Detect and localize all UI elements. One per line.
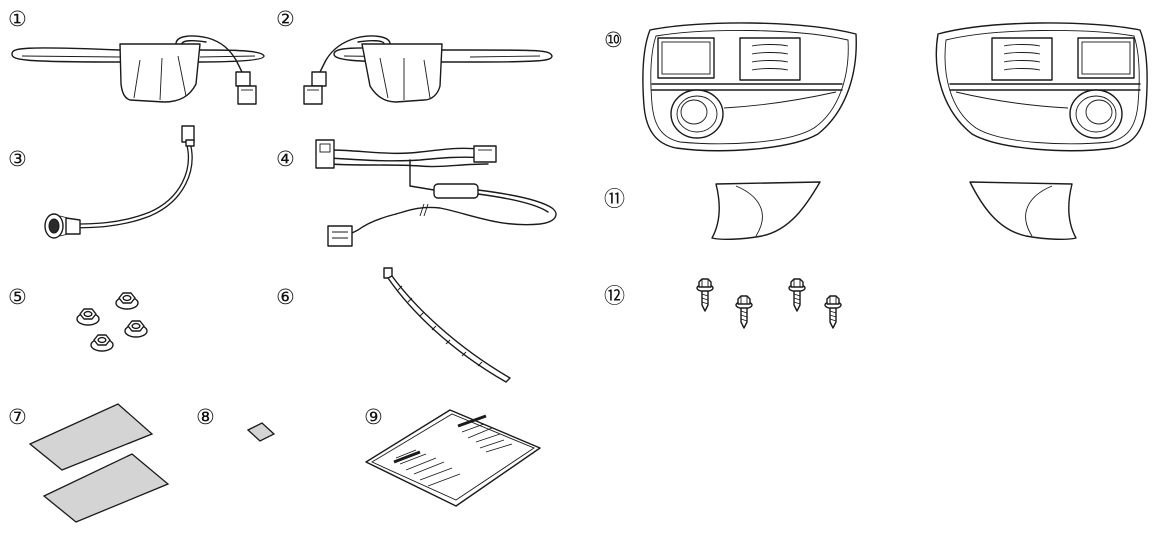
bezel-right-icon (935, 22, 1148, 152)
part-number-8: ⑧ (196, 405, 215, 429)
nut-icon (76, 308, 100, 326)
instruction-manual-icon (365, 409, 541, 507)
part-number-11: ⑪ (604, 187, 625, 211)
part-labels: ① ② ③ ④ ⑤ ⑥ ⑦ ⑧ ⑨ ⑩ ⑪ ⑫ (8, 7, 625, 429)
sheet-icon (28, 403, 154, 471)
part-number-5: ⑤ (8, 285, 27, 309)
bezel-cover-left-icon (711, 181, 821, 241)
part-number-10: ⑩ (604, 28, 623, 52)
part-number-3: ③ (8, 147, 27, 171)
part-number-2: ② (276, 7, 295, 31)
bolt-icon (696, 278, 714, 312)
bolt-icon (788, 278, 806, 312)
nut-icon (124, 320, 148, 338)
small-sheet-icon (246, 422, 276, 442)
bezel-cover-right-icon (969, 181, 1077, 241)
cable-tie-icon (383, 267, 511, 383)
part-number-1: ① (8, 7, 27, 31)
nut-icon (115, 292, 139, 310)
switch-harness-icon (44, 125, 195, 239)
nut-group (76, 292, 148, 352)
lamp-bracket-left-icon (303, 35, 553, 105)
part-number-9: ⑨ (364, 405, 383, 429)
sheet-icon (42, 453, 170, 523)
nut-icon (90, 334, 114, 352)
part-number-4: ④ (276, 147, 295, 171)
bezel-left-icon (642, 22, 857, 152)
bolt-icon (735, 295, 753, 329)
bolt-icon (824, 295, 842, 329)
part-number-7: ⑦ (8, 405, 27, 429)
sheet-group (28, 403, 170, 523)
part-number-12: ⑫ (604, 284, 625, 308)
lamp-bracket-right-icon (11, 35, 265, 105)
main-harness-icon (315, 139, 557, 247)
bolt-group (696, 278, 842, 329)
part-number-6: ⑥ (276, 285, 295, 309)
